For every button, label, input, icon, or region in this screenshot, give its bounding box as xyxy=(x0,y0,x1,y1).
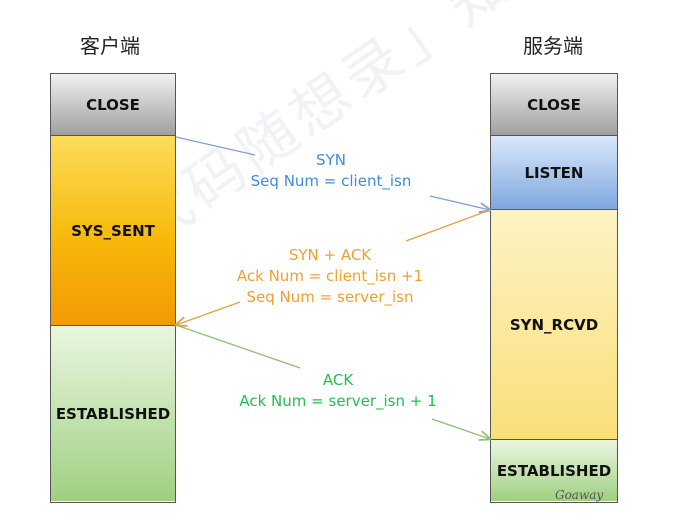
ack-arrow-tail xyxy=(431,418,490,439)
server-state-listen-label: LISTEN xyxy=(524,163,584,182)
ack-label-line2: Ack Num = server_isn + 1 xyxy=(239,392,437,410)
ack-label-line1: ACK xyxy=(322,371,354,389)
synack-arrow-head-part xyxy=(405,209,491,242)
client-state-established-label: ESTABLISHED xyxy=(55,404,171,423)
client-state-close: CLOSE xyxy=(51,74,175,136)
server-state-listen: LISTEN xyxy=(491,136,617,210)
server-timeline: CLOSE LISTEN SYN_RCVD ESTABLISHED xyxy=(490,73,618,503)
client-timeline: CLOSE SYS_SENT ESTABLISHED xyxy=(50,73,176,503)
syn-arrow xyxy=(175,136,256,156)
syn-label: SYN Seq Num = client_isn xyxy=(246,150,416,192)
client-state-syn-sent: SYS_SENT xyxy=(51,136,175,326)
server-state-syn-rcvd-label: SYN_RCVD xyxy=(509,315,599,334)
client-state-close-label: CLOSE xyxy=(86,95,140,114)
server-state-syn-rcvd: SYN_RCVD xyxy=(491,210,617,440)
server-header: 服务端 xyxy=(523,34,583,58)
synack-label-line3: Seq Num = server_isn xyxy=(246,288,414,306)
client-state-syn-sent-label: SYS_SENT xyxy=(71,221,155,240)
server-state-close-label: CLOSE xyxy=(527,95,581,114)
synack-arrow xyxy=(176,301,241,325)
server-state-established: ESTABLISHED xyxy=(491,440,617,501)
client-header: 客户端 xyxy=(80,34,140,58)
syn-label-line1: SYN xyxy=(316,151,346,169)
synack-label: SYN + ACK Ack Num = client_isn +1 Seq Nu… xyxy=(225,245,435,308)
synack-label-line2: Ack Num = client_isn +1 xyxy=(236,267,424,285)
server-state-established-label: ESTABLISHED xyxy=(496,461,612,480)
ack-label: ACK Ack Num = server_isn + 1 xyxy=(233,370,443,412)
syn-arrow-tail xyxy=(429,195,490,210)
server-state-close: CLOSE xyxy=(491,74,617,136)
synack-label-line1: SYN + ACK xyxy=(288,246,372,264)
syn-label-line2: Seq Num = client_isn xyxy=(250,172,412,190)
client-state-established: ESTABLISHED xyxy=(51,326,175,501)
ack-arrow xyxy=(175,324,301,369)
signature: Goaway xyxy=(555,488,604,502)
